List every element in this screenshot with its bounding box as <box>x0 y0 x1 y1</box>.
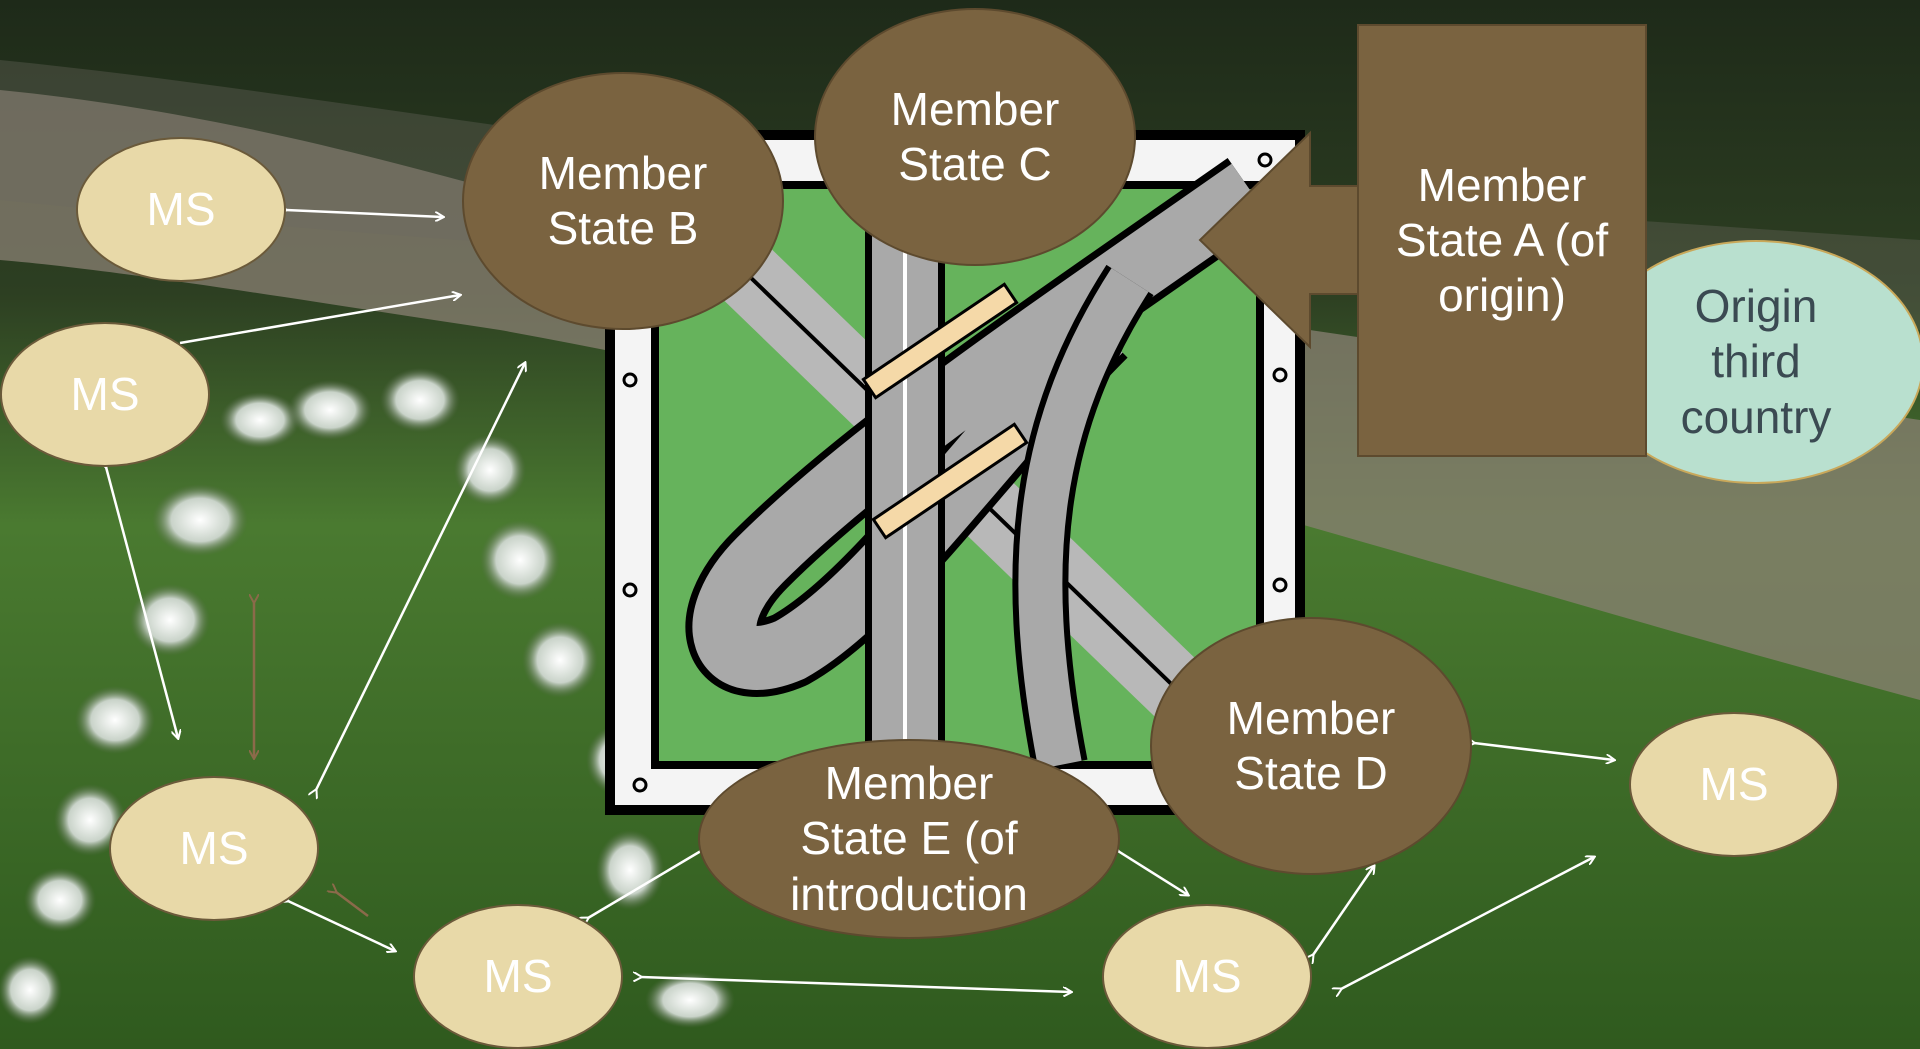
connector-ms5-ms6 <box>1341 857 1594 989</box>
node-member-state-a-label: Member State A (of origin) <box>1357 24 1647 457</box>
node-ms-6: MS <box>1629 712 1839 857</box>
connector-ms3-stateb <box>316 363 525 790</box>
node-ms-3: MS <box>109 776 319 921</box>
connector-statee-ms5 <box>1118 851 1188 895</box>
connector-ms3-ms4 <box>288 901 395 951</box>
node-member-state-e: Member State E (of introduction <box>698 739 1120 939</box>
node-ms-5: MS <box>1102 904 1312 1049</box>
node-member-state-b: Member State B <box>462 72 784 330</box>
node-member-state-d: Member State D <box>1150 617 1472 875</box>
connector-ms2-stateb <box>179 295 460 345</box>
connector-ms4-statee <box>588 845 711 918</box>
node-member-state-c: Member State C <box>814 8 1136 266</box>
connector-ms4-ms5 <box>641 977 1071 992</box>
connector-stated-ms6 <box>1474 743 1614 760</box>
connector-ms2-ms3 <box>106 467 178 738</box>
node-ms-4: MS <box>413 904 623 1049</box>
connector-brown-diagonal <box>336 892 369 917</box>
node-ms-2: MS <box>0 322 210 467</box>
connector-ms1-stateb <box>286 210 443 217</box>
node-ms-1: MS <box>76 137 286 282</box>
